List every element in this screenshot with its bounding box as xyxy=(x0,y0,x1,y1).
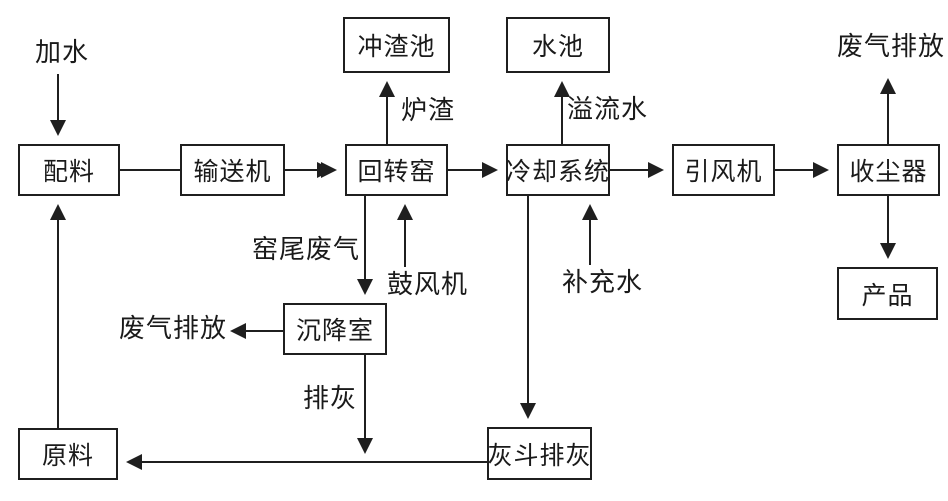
node-slag-flushing-pool: 冲渣池 xyxy=(343,17,450,73)
label-blower: 鼓风机 xyxy=(387,270,469,300)
node-ash-hopper-discharge: 灰斗排灰 xyxy=(487,427,592,480)
label-ash-discharge: 排灰 xyxy=(303,384,358,414)
label-overflow-water: 溢流水 xyxy=(567,95,649,125)
node-rotary-kiln: 回转窑 xyxy=(345,144,448,196)
label-makeup-water: 补充水 xyxy=(562,268,644,298)
node-induced-draft-fan: 引风机 xyxy=(672,144,775,196)
label-slag: 炉渣 xyxy=(401,96,456,126)
label-add-water: 加水 xyxy=(35,38,90,68)
node-raw-material: 原料 xyxy=(18,428,118,480)
node-cooling-system: 冷却系统 xyxy=(506,144,610,196)
label-kiln-tail-exhaust: 窑尾废气 xyxy=(252,235,361,265)
node-dust-collector: 收尘器 xyxy=(837,144,940,196)
label-exhaust-emission-left: 废气排放 xyxy=(119,314,228,344)
node-batching: 配料 xyxy=(18,144,120,196)
node-settling-chamber: 沉降室 xyxy=(283,303,387,355)
node-conveyor: 输送机 xyxy=(180,144,285,196)
node-water-pool: 水池 xyxy=(506,17,610,73)
label-exhaust-emission-top: 废气排放 xyxy=(837,32,946,62)
node-product: 产品 xyxy=(837,267,938,320)
